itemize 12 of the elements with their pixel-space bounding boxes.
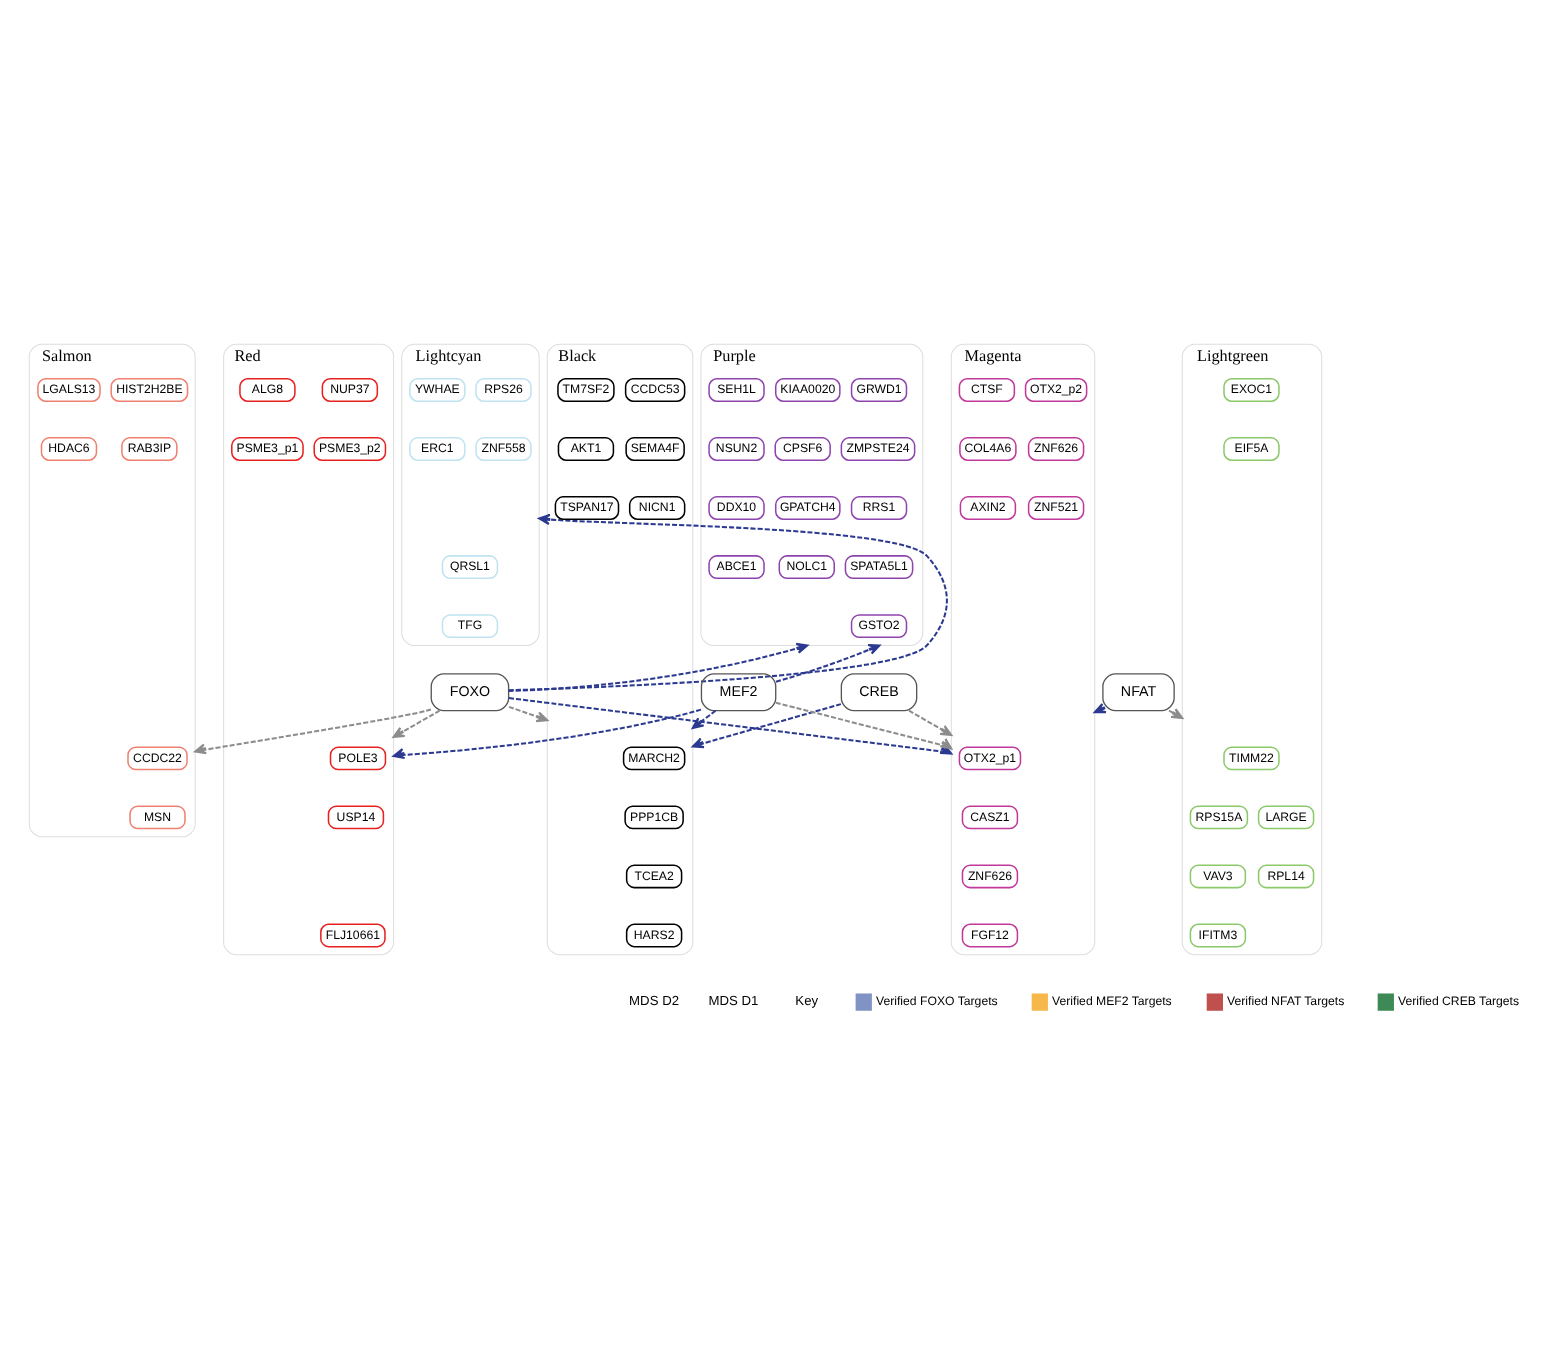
arrow [775, 644, 881, 683]
arrow [508, 705, 549, 723]
arrow [775, 701, 953, 750]
arrow [691, 703, 842, 749]
arrow [392, 708, 702, 760]
arrow [392, 709, 441, 738]
arrow [691, 709, 717, 730]
arrow [194, 708, 432, 755]
arrow [908, 709, 953, 737]
arrow [1168, 708, 1184, 720]
arrow [508, 513, 948, 692]
arrow [508, 642, 809, 692]
